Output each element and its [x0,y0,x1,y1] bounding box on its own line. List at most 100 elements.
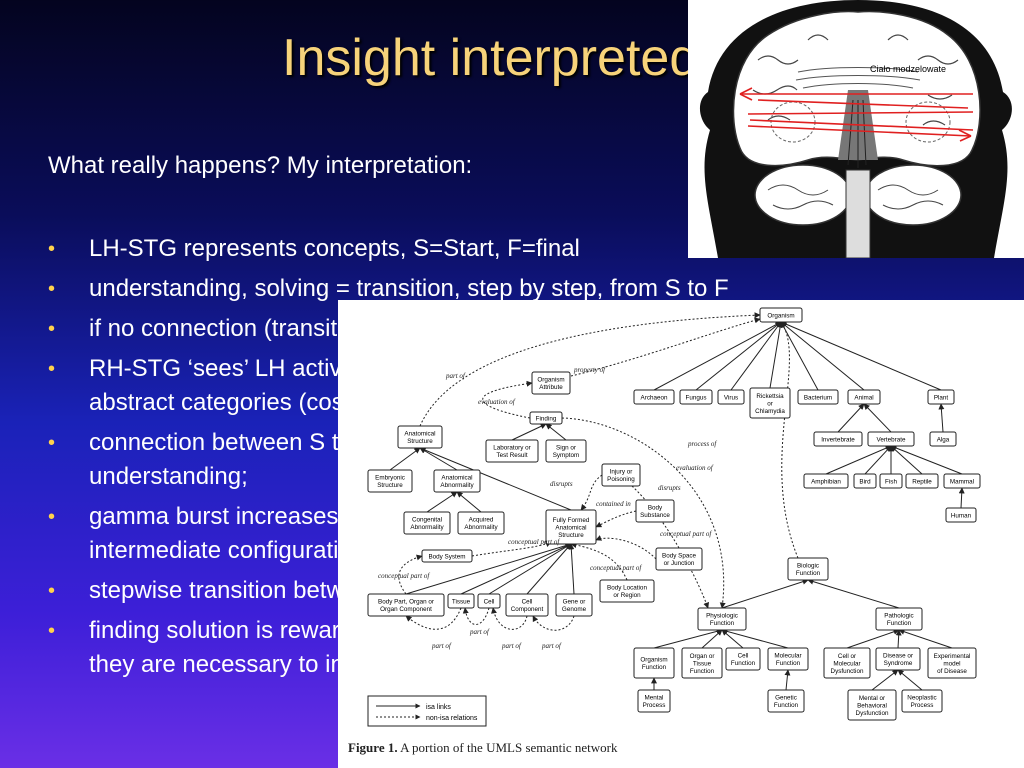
node-human: Human [945,507,977,523]
node-box [813,431,863,447]
node-organism: Organism [759,307,803,323]
node-box [529,411,563,425]
node-label: Experimental [934,653,971,660]
node-box [787,557,829,581]
isa-edge [784,669,791,691]
node-label: Embryonic [375,475,405,482]
node-box [485,439,539,463]
isa-edge [426,491,458,513]
node-label: or [767,400,773,407]
node-label: Tissue [452,598,471,605]
brain-illustration: Ciało modzelowate [688,0,1024,259]
brain-label: Ciało modzelowate [870,64,946,74]
node-box [403,511,451,535]
node-fungus: Fungus [679,389,713,405]
isa-edge [653,321,782,391]
node-label: Tissue [693,660,712,667]
bullet-dot-icon: • [48,318,56,340]
node-label: Mental [645,695,664,702]
node-label: Organism [537,377,564,384]
node-box [875,647,921,671]
isa-edge [780,321,942,391]
slide-title: Insight interpreted [282,29,699,87]
node-label: Poisoning [607,476,635,483]
edge-label: disrupts [658,484,681,492]
isa-edge [568,543,575,595]
node-label: Rickettsia [756,393,784,400]
node-animal: Animal [847,389,881,405]
node-label: Bird [859,478,871,485]
conceptual-part-of-edge [398,554,423,595]
node-label: Injury or [610,469,633,476]
isa-edge [807,578,900,609]
node-label: Cell [738,653,749,660]
node-label: Cell [484,598,495,605]
node-label: Sign or [556,445,576,452]
part-of-edge [462,607,490,625]
node-box [433,469,481,493]
edge-label: contained in [596,500,631,508]
isa-edge [864,445,892,475]
node-box [929,431,957,447]
node-box [637,689,671,713]
node-box [531,371,571,395]
edge-label: part of [431,642,452,650]
node-box [635,499,675,523]
isa-edge [419,447,572,511]
node-box [545,439,587,463]
node-finding: Finding [529,411,563,425]
node-mammal: Mammal [943,473,981,489]
disrupts-edge [631,485,710,609]
node-box [697,607,747,631]
bullet-item: •understanding, solving = transition, st… [48,272,1008,306]
node-invert: Invertebrate [813,431,863,447]
node-label: Body Space [662,553,696,560]
isa-edge [846,628,900,649]
node-label: Human [951,512,972,519]
node-box [421,549,473,563]
node-label: Archaeon [641,394,668,401]
isa-edge [419,447,458,471]
node-box [759,307,803,323]
node-label: model [943,660,960,667]
node-label: Dysfunction [856,710,889,717]
isa-edge [460,543,572,595]
isa-edge [730,321,782,391]
isa-edge [890,445,963,475]
node-label: or Region [613,592,641,599]
isa-edge [890,445,923,475]
node-box [655,547,703,571]
node-label: Body [648,505,663,512]
node-label: Attribute [539,384,563,391]
node-box [927,647,977,679]
isa-edge [871,669,899,691]
bullet-text: understanding, solving = transition, ste… [89,275,729,302]
node-label: Structure [558,532,584,539]
node-box [555,593,593,617]
node-label: Molecular [774,653,801,660]
node-label: Abnormality [464,524,498,531]
node-label: Organ Component [380,606,432,613]
node-label: Anatomical [404,431,435,438]
legend: isa links non-isa relations [367,695,487,727]
edge-label: property of [573,366,606,374]
node-box [447,593,475,609]
edge-label: disrupts [550,480,573,488]
node-label: Body Location [607,585,647,592]
node-label: Neoplastic [907,695,936,702]
edge-label: part of [445,372,466,380]
isa-edge [780,321,865,391]
node-label: Genetic [775,695,797,702]
node-label: Reptile [912,478,932,485]
node-label: Body Part, Organ or [378,599,434,606]
node-label: Function [776,660,801,667]
disrupts-edge [580,474,603,511]
node-label: Finding [536,415,557,422]
